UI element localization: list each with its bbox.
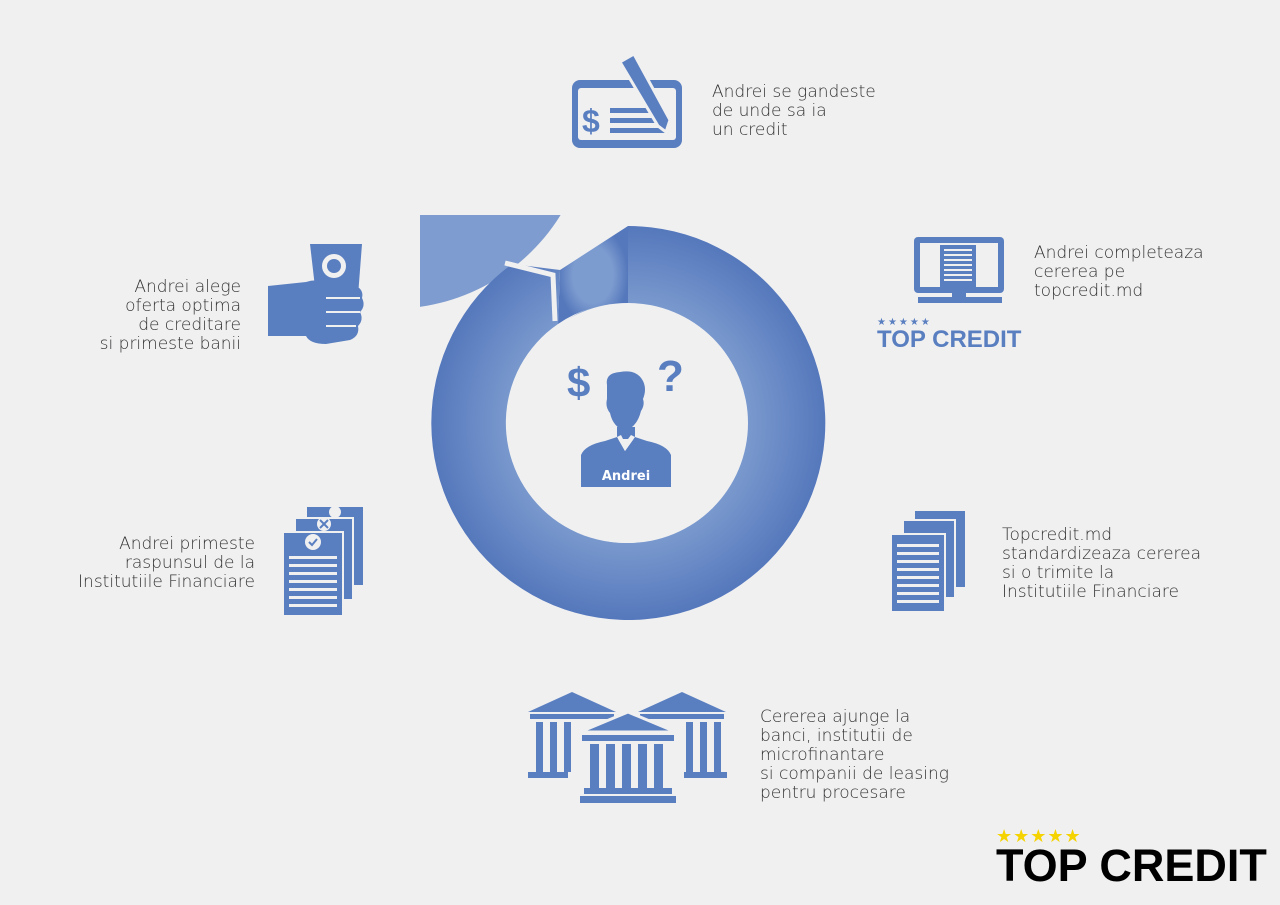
documents-stack-icon	[890, 509, 967, 613]
step-4-line-1: Cererea ajunge la	[760, 707, 911, 727]
step-5-line-2: raspunsul de la	[124, 553, 255, 573]
step-1-line-1: Andrei se gandeste	[712, 82, 876, 102]
step-2-text: Andrei completeaza cererea pe topcredit.…	[1034, 244, 1204, 301]
monitor-logo-stars: ★★★★★	[877, 317, 932, 328]
step-1-icon: $	[570, 50, 690, 150]
step-5-line-1: Andrei primeste	[119, 534, 255, 554]
check-pen-icon: $	[572, 51, 682, 148]
step-1-line-2: de unde sa ia	[712, 101, 827, 121]
monitor-form-icon	[914, 237, 1004, 303]
step-6-line-3: de creditare	[138, 315, 241, 335]
step-2-line-1: Andrei completeaza	[1034, 243, 1204, 263]
ring-gap	[504, 260, 558, 322]
step-4-icon	[526, 688, 731, 806]
step-1-line-3: un credit	[712, 120, 788, 140]
step-4-text: Cererea ajunge la banci, institutii de m…	[760, 708, 949, 803]
step-3-line-1: Topcredit.md	[1002, 525, 1113, 545]
svg-text:$: $	[582, 103, 600, 139]
step-3-line-3: si o trimite la	[1002, 563, 1115, 583]
step-3-line-2: standardizeaza cererea	[1002, 544, 1202, 564]
ring-donut	[431, 225, 826, 620]
dollar-icon: $	[567, 359, 590, 406]
step-4-line-3: microfinantare	[760, 745, 885, 765]
footer-logo-stars: ★★★★★	[996, 826, 1082, 847]
step-6-text: Andrei alege oferta optima de creditare …	[100, 278, 241, 354]
step-2-icon	[912, 235, 1007, 305]
step-5-icon	[282, 502, 368, 618]
step-1-text: Andrei se gandeste de unde sa ia un cred…	[712, 83, 876, 140]
step-4-line-5: pentru procesare	[760, 783, 906, 803]
step-5-text: Andrei primeste raspunsul de la Institut…	[78, 535, 255, 592]
step-6-icon	[266, 240, 366, 346]
question-icon: ?	[657, 355, 684, 401]
step-4-line-4: si companii de leasing	[760, 764, 949, 784]
monitor-logo: TOP CREDIT	[877, 326, 1022, 353]
person-label: Andrei	[601, 469, 651, 484]
step-6-line-4: si primeste banii	[99, 334, 241, 354]
banks-icon	[528, 692, 727, 803]
step-2-line-3: topcredit.md	[1034, 281, 1144, 301]
footer-logo: TOP CREDIT	[996, 840, 1267, 891]
step-4-line-2: banci, institutii de	[760, 726, 913, 746]
step-2-line-2: cererea pe	[1034, 262, 1126, 282]
step-3-text: Topcredit.md standardizeaza cererea si o…	[1002, 526, 1201, 602]
step-6-line-2: oferta optima	[125, 296, 241, 316]
step-3-line-4: Institutiile Financiare	[1002, 582, 1179, 602]
step-5-line-3: Institutiile Financiare	[78, 572, 255, 592]
person-figure: $ ? Andrei	[565, 355, 695, 490]
checked-documents-icon	[282, 505, 365, 617]
hand-money-icon	[268, 244, 364, 344]
step-3-icon	[890, 508, 970, 614]
step-6-line-1: Andrei alege	[134, 277, 241, 297]
